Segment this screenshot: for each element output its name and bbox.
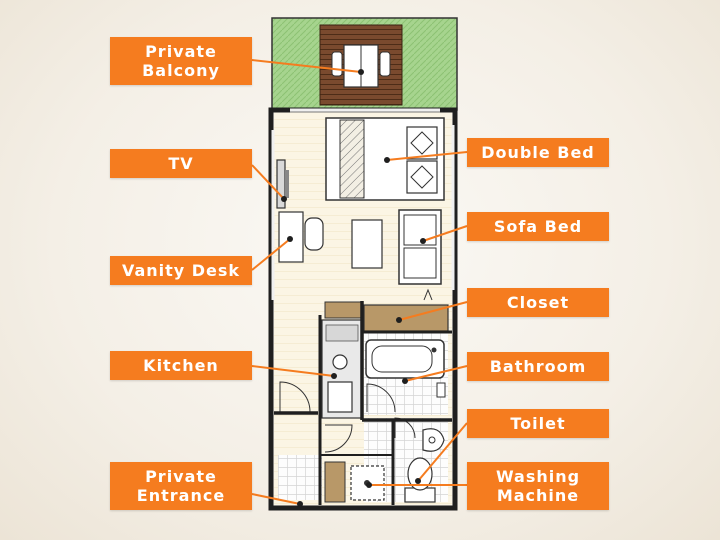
sofa-bed-label: Sofa Bed: [467, 212, 609, 241]
shoe-cabinet: [324, 461, 346, 503]
toilet-label: Toilet: [467, 409, 609, 438]
double-bed-label: Double Bed: [467, 138, 609, 167]
tv-label: TV: [110, 149, 252, 178]
sofa-bed-label-text: Sofa Bed: [493, 217, 583, 236]
private-entrance-label: Private Entrance: [110, 462, 252, 510]
sofa-bed: [398, 209, 442, 285]
bathroom-label-text: Bathroom: [489, 357, 587, 376]
private-balcony-label: Private Balcony: [110, 37, 252, 85]
tv-label-text: TV: [168, 154, 194, 173]
leader-markers: [281, 69, 426, 507]
private-entrance-label-line1: Private: [145, 467, 217, 486]
washing-machine-label-line1: Washing: [495, 467, 581, 486]
closet-label: Closet: [467, 288, 609, 317]
washing-machine-label-line2: Machine: [496, 486, 580, 505]
double-bed-label-text: Double Bed: [481, 143, 595, 162]
vanity-desk-label: Vanity Desk: [110, 256, 252, 285]
private-balcony-label-line2: Balcony: [142, 61, 220, 80]
private-balcony-label-line1: Private: [145, 42, 217, 61]
toilet-fixtures: [404, 428, 445, 503]
tv: [276, 159, 289, 209]
kitchen-label-text: Kitchen: [143, 356, 219, 375]
door-swings: [279, 381, 416, 453]
kitchen-unit: [321, 319, 363, 419]
bathroom-label: Bathroom: [467, 352, 609, 381]
vanity-desk: [278, 211, 324, 263]
kitchen-label: Kitchen: [110, 351, 252, 380]
leader-lines: [251, 59, 468, 505]
bathtub: [365, 339, 446, 398]
closet-label-text: Closet: [506, 293, 570, 312]
private-entrance-label-line2: Entrance: [136, 486, 226, 505]
vanity-desk-label-text: Vanity Desk: [121, 261, 241, 280]
balcony-area: [271, 17, 458, 111]
coffee-table: [351, 219, 383, 269]
toilet-label-text: Toilet: [510, 414, 566, 433]
washing-machine-label: Washing Machine: [467, 462, 609, 510]
